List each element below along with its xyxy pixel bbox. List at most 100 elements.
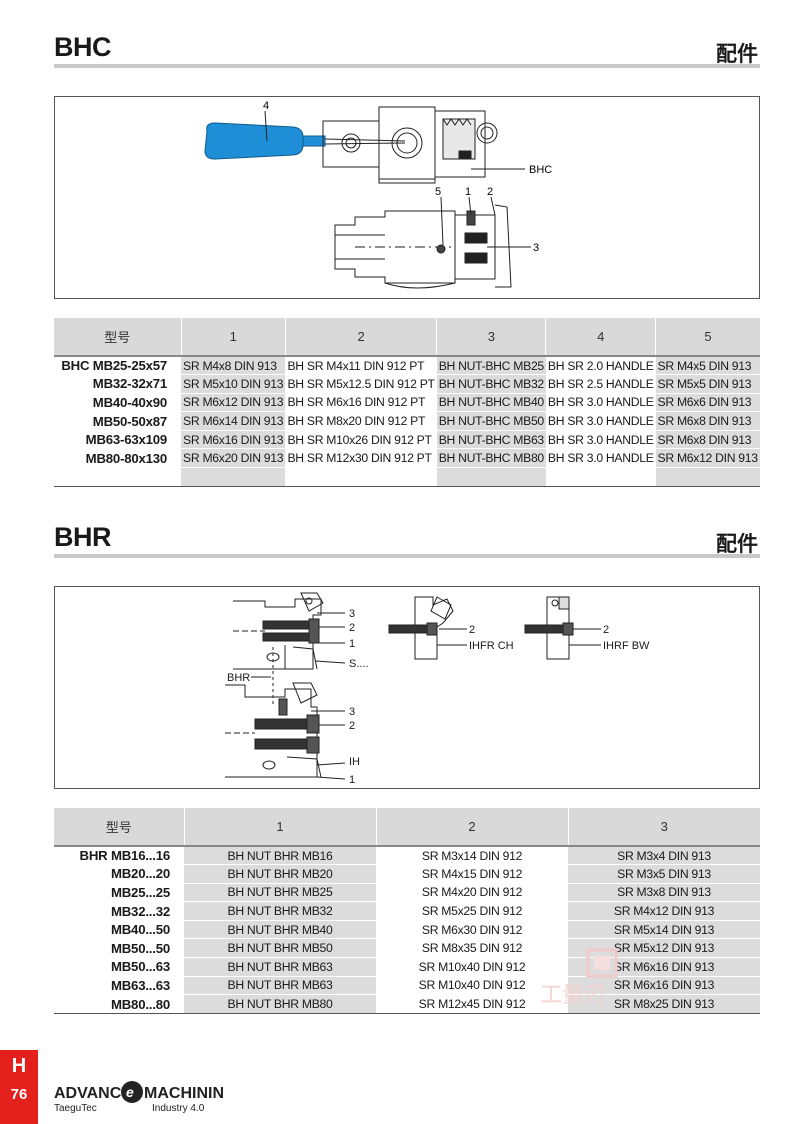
part-cell-1: BH NUT BHR MB50 <box>184 938 376 959</box>
brand-sub-right: Industry 4.0 <box>152 1103 205 1114</box>
callout-2: 2 <box>349 622 355 634</box>
part-cell-2: BH SR M5x12.5 DIN 912 PT <box>285 374 437 394</box>
bhr-assembly-drawing: 3 2 1 S.... BHR 3 2 IH 1 2 IHFR CH 2 IHR… <box>225 592 650 786</box>
callout-2: 2 <box>603 624 609 636</box>
col-header-1: 1 <box>180 318 286 356</box>
model-cell: MB50...63 <box>54 957 184 977</box>
part-cell-1: BH NUT BHR MB32 <box>184 901 376 921</box>
part-cell-3: SR M3x8 DIN 913 <box>568 883 760 903</box>
callout-3: 3 <box>533 242 539 254</box>
model-cell: MB32-32x71 <box>54 374 182 394</box>
part-cell-2: SR M10x40 DIN 912 <box>376 976 568 996</box>
series-label: BHC <box>61 358 90 374</box>
part-cell-1: BH NUT BHR MB16 <box>184 845 376 866</box>
part-cell-4: BH SR 2.0 HANDLE <box>545 355 656 376</box>
part-cell-2: SR M4x15 DIN 912 <box>376 864 568 884</box>
col-header-3: 3 <box>436 318 546 356</box>
col-header-4: 4 <box>545 318 656 356</box>
part-cell-3: BH NUT-BHC MB80 <box>436 448 546 469</box>
part-cell-1: BH NUT BHR MB63 <box>184 976 376 996</box>
part-cell-2: SR M12x45 DIN 912 <box>376 994 568 1014</box>
part-cell-3: BH NUT-BHC MB50 <box>436 411 546 431</box>
model-cell: MB50...50 <box>54 938 184 959</box>
model-cell: MB32...32 <box>54 901 184 921</box>
model-cell: MB25...25 <box>54 883 184 903</box>
part-cell-4: BH SR 3.0 HANDLE <box>545 448 656 469</box>
part-cell-2: BH SR M8x20 DIN 912 PT <box>285 411 437 431</box>
part-cell-3: SR M6x16 DIN 913 <box>568 976 760 996</box>
callout-2: 2 <box>469 624 475 636</box>
callout-ihrf-bw: IHRF BW <box>603 640 650 652</box>
part-cell-1: BH NUT BHR MB25 <box>184 883 376 903</box>
callout-1: 1 <box>349 638 355 650</box>
model-cell: MB80-80x130 <box>54 448 182 469</box>
col-header-model: 型号 <box>54 808 184 846</box>
part-cell-1: SR M6x12 DIN 913 <box>181 393 286 413</box>
model-cell: MB40...50 <box>54 920 184 940</box>
page-number: 76 <box>10 1086 28 1103</box>
part-cell-5: SR M6x6 DIN 913 <box>655 393 760 413</box>
brand-sub-left: TaeguTec <box>54 1103 97 1114</box>
model-cell: MB63-63x109 <box>54 430 182 450</box>
part-cell-1: BH NUT BHR MB80 <box>184 994 376 1014</box>
part-cell-3: BH NUT-BHC MB63 <box>436 430 546 450</box>
part-cell-2: SR M5x25 DIN 912 <box>376 901 568 921</box>
section-divider <box>54 64 760 68</box>
callout-1: 1 <box>465 186 471 198</box>
col-header-5: 5 <box>655 318 760 356</box>
callout-2: 2 <box>349 720 355 732</box>
callout-bhr: BHR <box>227 672 250 684</box>
part-cell-5: SR M4x5 DIN 913 <box>655 355 760 376</box>
callout-2: 2 <box>487 186 493 198</box>
part-cell-3: SR M3x5 DIN 913 <box>568 864 760 884</box>
part-cell-3: SR M4x12 DIN 913 <box>568 901 760 921</box>
part-cell-2: SR M6x30 DIN 912 <box>376 920 568 940</box>
model-label: MB16...16 <box>110 848 170 864</box>
bhc-figure: 4 5 1 2 3 BHC <box>54 96 760 299</box>
callout-3: 3 <box>349 608 355 620</box>
model-cell: MB20...20 <box>54 864 184 884</box>
part-cell-5: SR M5x5 DIN 913 <box>655 374 760 394</box>
part-cell-3: BH NUT-BHC MB25 <box>436 355 546 376</box>
callout-bhc: BHC <box>529 164 552 176</box>
section-title-bhr: BHR <box>54 522 112 552</box>
section-title-bhc: BHC <box>54 32 112 62</box>
part-cell-1: SR M5x10 DIN 913 <box>181 374 286 394</box>
part-cell-4: BH SR 3.0 HANDLE <box>545 393 656 413</box>
advance-machining-logo: ADVANC e MACHINING TaeguTec Industry 4.0 <box>54 1081 224 1114</box>
col-header-3: 3 <box>567 808 760 846</box>
brand-right: MACHINING <box>144 1085 224 1102</box>
section-divider <box>54 554 760 558</box>
model-cell: BHC MB25-25x57 <box>54 355 182 376</box>
chapter-tab: H 76 <box>0 1050 38 1124</box>
table-header-row: 型号 1 2 3 <box>54 808 760 846</box>
callout-4: 4 <box>263 100 269 112</box>
part-cell-2: SR M3x14 DIN 912 <box>376 845 568 866</box>
model-cell: MB80...80 <box>54 994 184 1014</box>
chapter-letter: H <box>11 1055 27 1077</box>
callout-3: 3 <box>349 706 355 718</box>
callout-ihfr-ch: IHFR CH <box>469 640 514 652</box>
part-cell-3: SR M8x25 DIN 913 <box>568 994 760 1014</box>
model-label: MB25-25x57 <box>92 358 168 374</box>
col-header-1: 1 <box>183 808 376 846</box>
callout-1: 1 <box>349 774 355 786</box>
part-cell-5: SR M6x12 DIN 913 <box>655 448 760 469</box>
part-cell-2: BH SR M6x16 DIN 912 PT <box>285 393 437 413</box>
part-cell-3: SR M5x14 DIN 913 <box>568 920 760 940</box>
part-cell-5: SR M6x8 DIN 913 <box>655 411 760 431</box>
part-cell-1: SR M4x8 DIN 913 <box>181 355 286 376</box>
table-header-row: 型号 1 2 3 4 5 <box>54 318 760 356</box>
callout-5: 5 <box>435 186 441 198</box>
